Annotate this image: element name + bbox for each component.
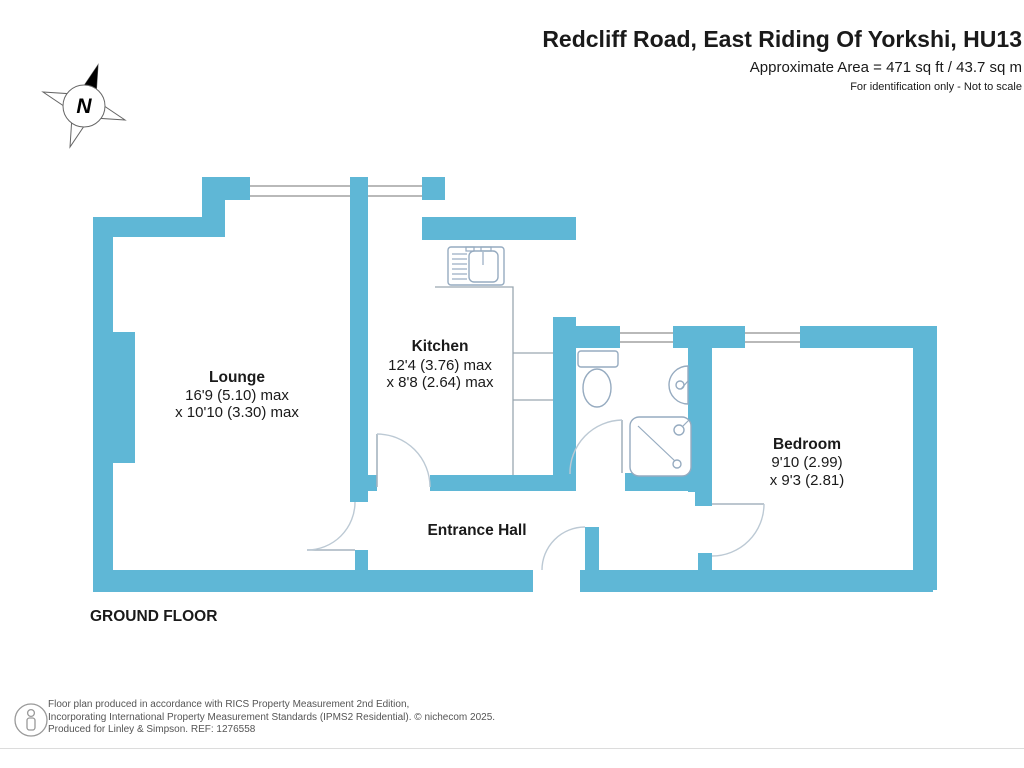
- wall-bottom-right: [580, 570, 933, 592]
- wall-bedroom-west-stub: [698, 553, 712, 572]
- window-bedroom: [745, 326, 800, 348]
- doors-group: [306, 419, 765, 571]
- wall-hall-north-b: [430, 475, 553, 491]
- kitchen-dim1: 12'4 (3.76) max: [388, 357, 492, 374]
- fixtures-group: [435, 246, 692, 477]
- bedroom-dim2: x 9'3 (2.81): [770, 472, 845, 489]
- door-kitchen: [376, 433, 431, 488]
- footer-line-1: Floor plan produced in accordance with R…: [48, 699, 410, 710]
- wall-bath-south: [625, 473, 697, 491]
- wall-bath-north-left: [576, 326, 620, 348]
- footer-person-badge: [14, 703, 48, 737]
- windows-group: [250, 177, 800, 348]
- wall-left: [93, 217, 113, 590]
- wall-bedroom-north-left: [712, 326, 745, 348]
- lounge-dim2: x 10'10 (3.30) max: [175, 404, 299, 421]
- identification-disclaimer: For identification only - Not to scale: [850, 80, 1022, 93]
- wall-bedroom-west-upper: [695, 492, 712, 506]
- kitchen-sink-unit: [447, 246, 505, 286]
- wall-bedroom-north-right: [800, 326, 913, 348]
- page-title: Redcliff Road, East Riding Of Yorkshi, H…: [542, 26, 1022, 52]
- kitchen-label: Kitchen: [412, 338, 469, 355]
- footer-line-2: Incorporating International Property Mea…: [48, 711, 496, 723]
- compass-rose: N: [41, 63, 127, 149]
- approximate-area: Approximate Area = 471 sq ft / 43.7 sq m: [749, 59, 1022, 77]
- wall-bottom-left: [93, 570, 533, 592]
- wash-basin: [668, 365, 689, 405]
- wall-right: [913, 326, 937, 590]
- wall-kitchen-bath-divider: [553, 317, 576, 491]
- wall-kitchen-north: [422, 217, 576, 240]
- window-bathroom: [620, 326, 673, 348]
- footer-line-3: Produced for Linley & Simpson. REF: 1276…: [48, 724, 256, 735]
- wall-bath-north-right: [673, 326, 688, 348]
- walls-group: [93, 177, 937, 592]
- window-kitchen-bay: [368, 177, 422, 200]
- wall-window-corner: [422, 177, 445, 200]
- compass-circle: [62, 84, 106, 128]
- wall-lounge-hall-divider: [350, 177, 368, 502]
- front-door-leaf: [585, 527, 599, 570]
- compass-north-letter: N: [76, 95, 92, 118]
- bedroom-dim1: 9'10 (2.99): [771, 454, 842, 471]
- wall-hall-north-a: [368, 475, 377, 491]
- door-lounge: [306, 501, 356, 551]
- bedroom-label: Bedroom: [773, 436, 841, 453]
- wall-chimney-breast: [113, 332, 135, 463]
- shower: [629, 416, 692, 477]
- lounge-dim1: 16'9 (5.10) max: [185, 387, 289, 404]
- wall-bath-bedroom-divider: [688, 326, 712, 492]
- room-labels-group: Lounge 16'9 (5.10) max x 10'10 (3.30) ma…: [175, 338, 844, 539]
- person-icon: [26, 708, 36, 718]
- door-front-entrance: [541, 526, 586, 571]
- door-bedroom: [711, 503, 765, 557]
- window-lounge-left: [250, 177, 350, 200]
- floor-label: GROUND FLOOR: [90, 608, 217, 625]
- person-body-icon: [26, 717, 36, 731]
- lounge-label: Lounge: [209, 369, 265, 386]
- wall-step-horizontal: [93, 217, 225, 237]
- door-bathroom: [569, 419, 623, 475]
- person-badge-circle: [14, 703, 48, 737]
- bottom-divider: [0, 748, 1024, 749]
- entrance-hall-label: Entrance Hall: [427, 522, 526, 539]
- header: Redcliff Road, East Riding Of Yorkshi, H…: [542, 26, 1022, 93]
- wall-stub-lounge-door: [355, 550, 368, 570]
- toilet: [577, 350, 619, 408]
- footer: Floor plan produced in accordance with R…: [48, 699, 495, 737]
- kitchen-counter: [435, 286, 553, 475]
- kitchen-dim2: x 8'8 (2.64) max: [386, 374, 494, 391]
